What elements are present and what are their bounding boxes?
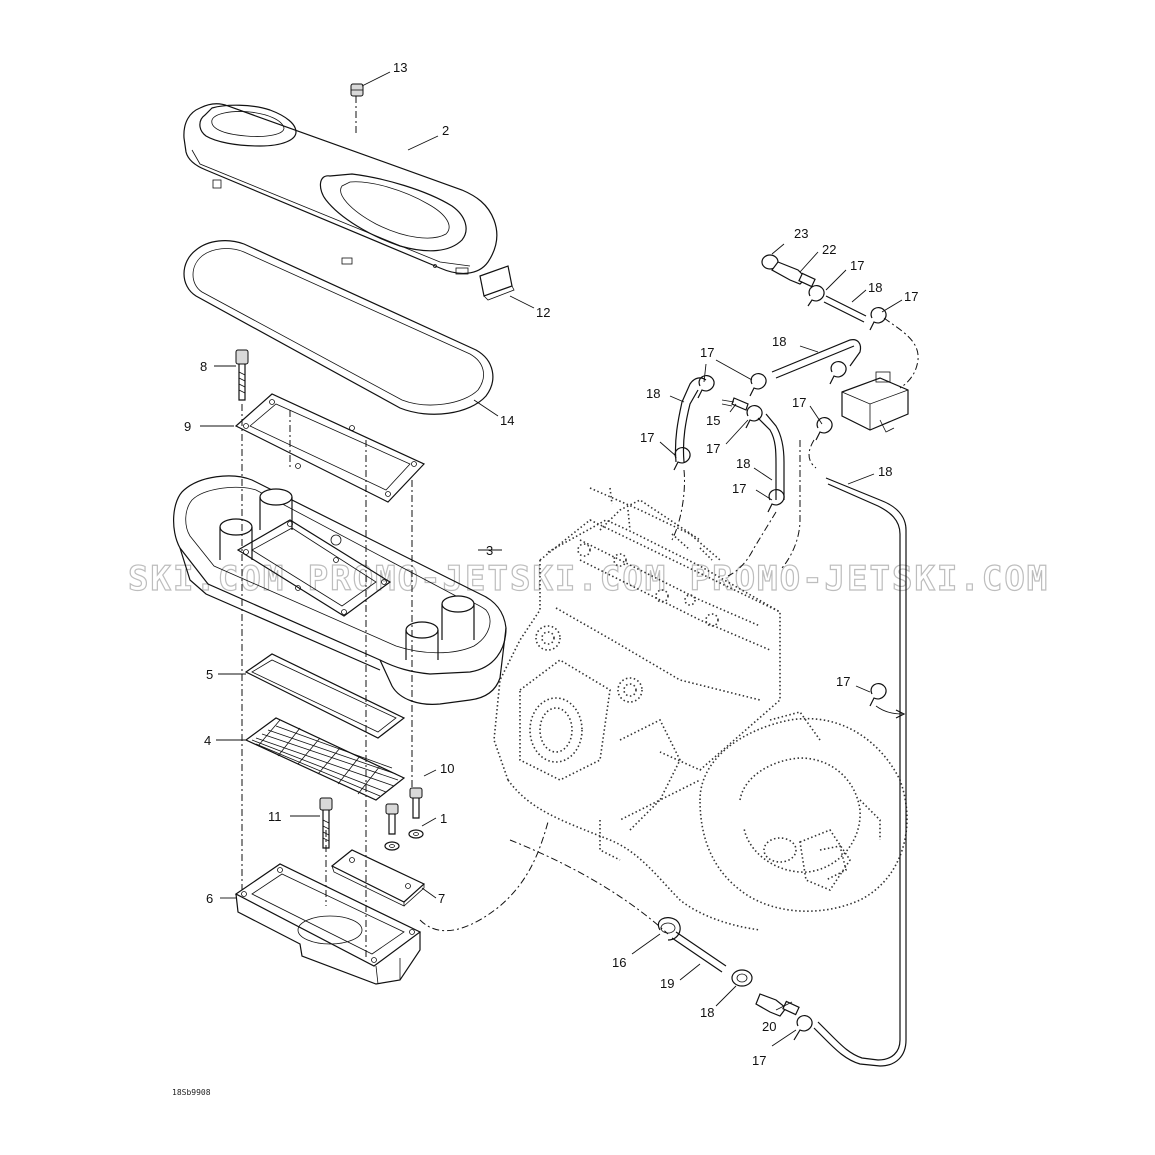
part-4-screen bbox=[244, 717, 406, 801]
watermark-text: SKI.COM PROMO-JETSKI.COM PROMO-JETSKI.CO… bbox=[128, 559, 1049, 599]
callout-17-top-right: 17 bbox=[904, 289, 918, 304]
callout-3: 3 bbox=[486, 543, 493, 558]
callout-17-mid: 17 bbox=[732, 481, 746, 496]
part-6-throttle-base bbox=[234, 863, 422, 985]
callout-11: 11 bbox=[268, 809, 282, 824]
part-11-bolt bbox=[319, 797, 333, 849]
part-3-airbox-base bbox=[173, 475, 507, 705]
callout-23: 23 bbox=[794, 226, 808, 241]
part-1-washers bbox=[384, 829, 424, 851]
callout-18-loop: 18 bbox=[772, 334, 786, 349]
callout-17-valve: 17 bbox=[792, 395, 806, 410]
callout-15: 15 bbox=[706, 413, 720, 428]
callout-17-left-upper: 17 bbox=[700, 345, 714, 360]
callout-7: 7 bbox=[438, 891, 445, 906]
callout-13: 13 bbox=[393, 60, 407, 75]
callout-10: 10 bbox=[440, 761, 454, 776]
callout-2: 2 bbox=[442, 123, 449, 138]
callout-5: 5 bbox=[206, 667, 213, 682]
callout-20: 19 bbox=[660, 976, 674, 991]
callout-18-mid: 18 bbox=[736, 456, 750, 471]
part-2-cover bbox=[183, 103, 498, 275]
part-10-bolts bbox=[385, 787, 423, 835]
callout-1: 1 bbox=[440, 811, 447, 826]
callout-22: 22 bbox=[822, 242, 836, 257]
leader-lines bbox=[200, 71, 903, 1047]
callout-21: 20 bbox=[762, 1019, 776, 1034]
callout-17-right: 17 bbox=[836, 674, 850, 689]
callout-17-left-mid: 17 bbox=[706, 441, 720, 456]
part-9-gasket-plate bbox=[234, 393, 426, 503]
engine-block bbox=[493, 487, 908, 931]
callout-19: 18 bbox=[700, 1005, 714, 1020]
callout-17-bottom: 17 bbox=[752, 1053, 766, 1068]
part-8-bolt bbox=[235, 349, 249, 401]
part-5-gasket bbox=[244, 653, 406, 739]
callout-4: 4 bbox=[204, 733, 211, 748]
callout-8: 8 bbox=[200, 359, 207, 374]
callout-14: 14 bbox=[500, 413, 514, 428]
part-7-plate bbox=[330, 849, 426, 907]
callout-labels: 13 2 12 14 8 9 3 5 4 10 1 11 6 7 16 19 1… bbox=[184, 60, 918, 1068]
hose-fittings-assembly bbox=[657, 254, 919, 1067]
callout-16: 16 bbox=[612, 955, 626, 970]
callout-12: 12 bbox=[536, 305, 550, 320]
part-14-gasket bbox=[183, 240, 494, 415]
part-13-plug bbox=[350, 83, 364, 97]
part-12-clip bbox=[479, 265, 515, 301]
callout-18-top: 18 bbox=[868, 280, 882, 295]
callout-18-left: 18 bbox=[646, 386, 660, 401]
callout-17-left: 17 bbox=[640, 430, 654, 445]
callout-18-right: 18 bbox=[878, 464, 892, 479]
callout-9: 9 bbox=[184, 419, 191, 434]
callout-6: 6 bbox=[206, 891, 213, 906]
alignment-lines bbox=[241, 96, 669, 960]
diagram-reference-code: 18Sb9908 bbox=[172, 1088, 211, 1097]
callout-17-top: 17 bbox=[850, 258, 864, 273]
